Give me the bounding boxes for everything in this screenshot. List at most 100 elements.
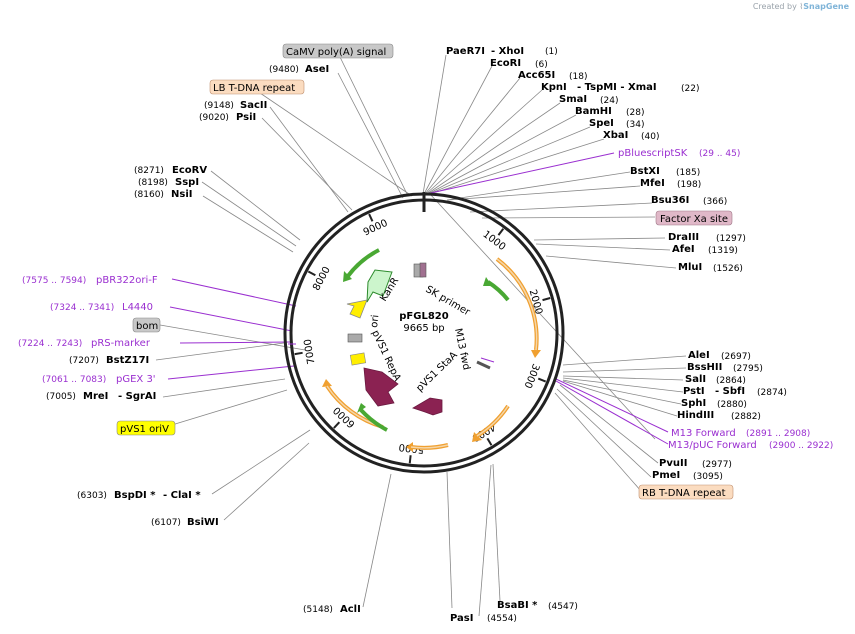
enzyme-bamhi[interactable]: BamHI (28) — [575, 106, 644, 118]
primer-mark-right — [480, 357, 495, 363]
enzyme-pmei[interactable]: PmeI (3095) — [652, 470, 723, 482]
enzyme-bsabi[interactable]: BsaBI * (4547) — [497, 600, 578, 612]
enzyme-bsshii[interactable]: BssHII (2795) — [687, 362, 763, 374]
svg-text:(5148): (5148) — [303, 605, 333, 615]
enzyme-hindiii[interactable]: HindIII (2882) — [677, 410, 761, 422]
tick-mark — [497, 228, 505, 236]
enzyme-spei[interactable]: SpeI (34) — [589, 118, 644, 130]
primer-l4440[interactable]: (7324 .. 7341) L4440 — [50, 302, 153, 313]
enzyme-xbai[interactable]: XbaI (40) — [603, 130, 659, 142]
enzyme-paer7i[interactable]: PaeR7I - XhoI (1) — [446, 46, 558, 57]
svg-text:(2864): (2864) — [716, 376, 746, 386]
feature-rb-tdna[interactable]: RB T-DNA repeat — [638, 484, 734, 500]
enzyme-bstxi[interactable]: BstXI (185) — [630, 166, 700, 178]
svg-text:PstI: PstI — [683, 386, 705, 397]
primer-m13-forward[interactable]: M13 Forward (2891 .. 2908) — [671, 428, 810, 439]
svg-text:(2882): (2882) — [731, 412, 761, 422]
primer-pgex3[interactable]: (7061 .. 7083) pGEX 3' — [42, 374, 156, 385]
svg-text:(7207): (7207) — [69, 356, 99, 366]
svg-text:BsiWI: BsiWI — [187, 517, 219, 528]
svg-text:Factor Xa site: Factor Xa site — [660, 214, 728, 225]
label-pvs1-staa: pVS1 StaA — [414, 350, 459, 394]
enzyme-alei[interactable]: AleI (2697) — [688, 350, 751, 362]
tick-group: 100020003000400050006000700080009000 — [294, 213, 551, 464]
credit-prefix: Created by — [752, 2, 797, 11]
feature-camv-polya[interactable]: CaMV poly(A) signal — [282, 43, 394, 59]
enzyme-nsii[interactable]: (8160) NsiI — [134, 189, 192, 200]
grey-feature-right — [476, 360, 491, 370]
enzyme-asei[interactable]: (9480) AseI — [269, 64, 329, 75]
svg-text:pBR322ori-F: pBR322ori-F — [96, 275, 158, 286]
credit-brand: SnapGene — [803, 2, 849, 11]
svg-text:XbaI: XbaI — [603, 130, 628, 141]
enzyme-smai[interactable]: SmaI (24) — [559, 94, 618, 106]
tick-mark — [486, 437, 493, 446]
svg-text:AseI: AseI — [305, 64, 329, 75]
enzyme-mfei[interactable]: MfeI (198) — [640, 178, 701, 190]
svg-text:(40): (40) — [641, 132, 659, 142]
enzyme-ecori[interactable]: EcoRI (6) — [490, 58, 548, 70]
svg-text:DraIII: DraIII — [668, 232, 699, 243]
feature-pvs1-oriv[interactable]: pVS1 oriV — [116, 420, 176, 436]
enzyme-pasi[interactable]: PasI (4554) — [450, 613, 517, 624]
kanr-arrow — [366, 269, 393, 303]
svg-text:(4547): (4547) — [548, 602, 578, 612]
enzyme-sspi[interactable]: (8198) SspI — [138, 177, 199, 188]
svg-text:(28): (28) — [626, 108, 644, 118]
snapgene-logo-icon: ⌇ — [799, 2, 804, 11]
enzyme-labels: PaeR7I - XhoI (1) EcoRI (6) Acc65I (18) … — [46, 46, 787, 624]
svg-text:pBluescriptSK: pBluescriptSK — [618, 148, 688, 159]
primer-prs-marker[interactable]: (7224 .. 7243) pRS-marker — [18, 338, 151, 349]
svg-text:(2880): (2880) — [717, 400, 747, 410]
svg-text:(366): (366) — [703, 197, 727, 207]
svg-text:bom: bom — [136, 321, 158, 332]
svg-text:Acc65I: Acc65I — [518, 70, 555, 81]
enzyme-kpni[interactable]: KpnI - TspMI - XmaI (22) — [541, 82, 699, 94]
enzyme-draiii[interactable]: DraIII (1297) — [668, 232, 746, 244]
feature-factor-xa[interactable]: Factor Xa site — [655, 210, 733, 226]
enzyme-mlui[interactable]: MluI (1526) — [678, 262, 743, 274]
enzyme-psti[interactable]: PstI - SbfI (2874) — [683, 386, 787, 398]
orange-arrowheads — [322, 350, 541, 452]
svg-text:- SgrAI: - SgrAI — [118, 391, 156, 402]
svg-text:BsaBI *: BsaBI * — [497, 600, 538, 611]
enzyme-bstz17i[interactable]: (7207) BstZ17I — [69, 355, 149, 366]
primer-pbr322ori-f[interactable]: (7575 .. 7594) pBR322ori-F — [22, 275, 158, 286]
svg-text:CaMV poly(A) signal: CaMV poly(A) signal — [286, 47, 386, 58]
enzyme-mrei[interactable]: (7005) MreI - SgrAI — [46, 391, 156, 402]
snapgene-credit: Created by ⌇SnapGene — [753, 2, 849, 11]
enzyme-psii[interactable]: (9020) PsiI — [199, 112, 256, 123]
plasmid-size: 9665 bp — [403, 323, 444, 334]
enzyme-bsu36i[interactable]: Bsu36I (366) — [651, 195, 727, 207]
svg-text:(9480): (9480) — [269, 65, 299, 75]
enzyme-ecorv[interactable]: (8271) EcoRV — [134, 165, 207, 176]
primer-m13-puc-forward[interactable]: M13/pUC Forward (2900 .. 2922) — [668, 440, 833, 451]
enzyme-sacii[interactable]: (9148) SacII — [204, 100, 267, 111]
enzyme-bsiwi[interactable]: (6107) BsiWI — [151, 517, 219, 528]
svg-text:(198): (198) — [677, 180, 701, 190]
primer-pbluescriptsk[interactable]: pBluescriptSK (29 .. 45) — [618, 148, 740, 159]
svg-text:SalI: SalI — [685, 374, 706, 385]
tick-mark — [333, 421, 341, 429]
svg-text:pRS-marker: pRS-marker — [91, 338, 151, 349]
svg-text:SacII: SacII — [240, 100, 267, 111]
enzyme-acc65i[interactable]: Acc65I (18) — [518, 70, 587, 82]
svg-text:LB T-DNA repeat: LB T-DNA repeat — [213, 83, 295, 94]
feature-lb-tdna[interactable]: LB T-DNA repeat — [209, 79, 305, 95]
enzyme-bspdi[interactable]: (6303) BspDI * - ClaI * — [77, 490, 201, 501]
enzyme-sali[interactable]: SalI (2864) — [685, 374, 746, 386]
svg-text:PasI: PasI — [450, 613, 473, 624]
grey-feature-left — [347, 333, 363, 343]
enzyme-afei[interactable]: AfeI (1319) — [672, 244, 738, 256]
tick-label: 9000 — [362, 218, 390, 239]
feature-bom[interactable]: bom — [132, 317, 161, 333]
small-yellow-feature — [349, 352, 367, 366]
svg-text:(9020): (9020) — [199, 113, 229, 123]
tick-label: 1000 — [480, 229, 507, 253]
enzyme-pvuii[interactable]: PvuII (2977) — [659, 458, 732, 470]
svg-text:(8271): (8271) — [134, 166, 164, 176]
enzyme-acli[interactable]: (5148) AclI — [303, 604, 361, 615]
svg-text:- SbfI: - SbfI — [715, 386, 745, 397]
svg-text:(2795): (2795) — [733, 364, 763, 374]
enzyme-sphi[interactable]: SphI (2880) — [681, 398, 747, 410]
